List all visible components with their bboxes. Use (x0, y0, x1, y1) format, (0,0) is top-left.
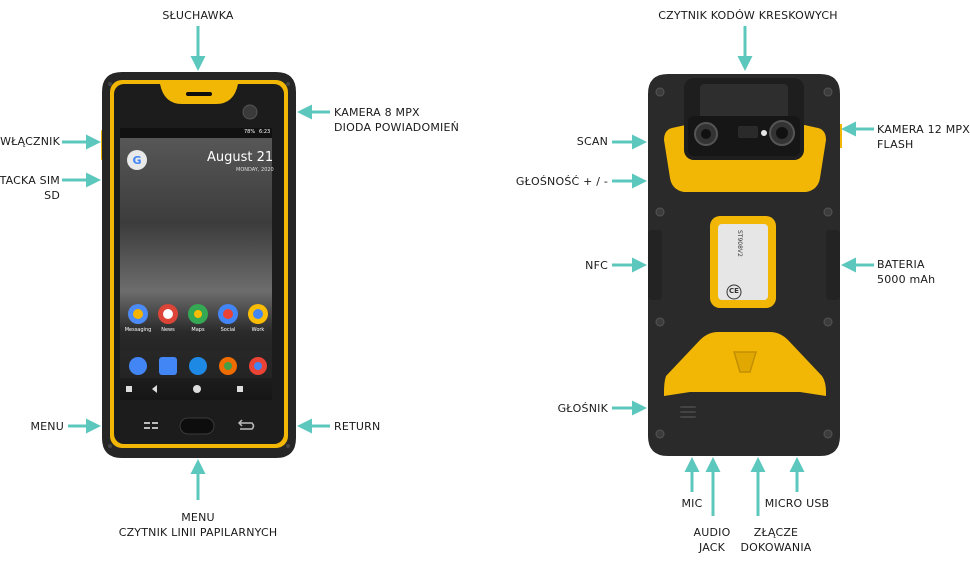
app-row (128, 304, 268, 324)
label-docking: DOKOWANIA (740, 541, 812, 554)
label-notification-led: DIODA POWIADOMIEŃ (334, 121, 460, 134)
label-volume: GŁOŚNOŚĆ + / - (515, 175, 608, 188)
speaker-grille (680, 406, 696, 418)
app-label: Messaging (124, 327, 152, 333)
arrows-front (62, 26, 330, 500)
label-battery-capacity: 5000 mAh (877, 273, 936, 286)
label-scan: SCAN (576, 135, 608, 148)
label-micro-usb: MICRO USB (764, 497, 830, 510)
earpiece-grille (186, 92, 212, 96)
label-front-camera: KAMERA 8 MPX (334, 106, 420, 119)
label-mic: MIC (681, 497, 703, 510)
fingerprint-button (179, 417, 215, 435)
label-sticker (718, 224, 768, 300)
label-battery: BATERIA (877, 258, 925, 271)
label-audio: AUDIO (693, 526, 731, 539)
google-icon (127, 150, 147, 170)
screen-time: 6:23 (259, 129, 271, 135)
label-return: RETURN (334, 420, 381, 433)
label-bottom-menu: MENU (181, 511, 215, 524)
label-jack: JACK (698, 541, 726, 554)
plate-ce: CE (729, 287, 739, 295)
label-speaker: GŁOŚNIK (557, 402, 608, 415)
label-sim-tray: TACKA SIM (0, 174, 60, 187)
label-sd: SD (44, 189, 60, 202)
label-nfc: NFC (585, 259, 608, 272)
screen-date: August 21 (207, 150, 274, 165)
screen-day: MONDAY, 2020 (236, 167, 274, 173)
front-phone: G (101, 72, 296, 458)
flash-icon (761, 130, 767, 136)
app-label: Work (251, 327, 265, 333)
plate-model: ST908V2 (736, 230, 743, 257)
label-dock: ZŁĄCZE (753, 526, 799, 539)
label-earpiece: SŁUCHAWKA (162, 9, 234, 22)
label-menu: MENU (30, 420, 64, 433)
back-phone (648, 74, 842, 456)
screen-battery: 78% (244, 129, 256, 135)
app-label: News (161, 327, 175, 333)
logo-mark-icon (732, 351, 758, 373)
arrows-back (612, 26, 874, 516)
label-rear-camera: KAMERA 12 MPX (877, 123, 970, 136)
label-flash: FLASH (877, 138, 914, 151)
svg-text:G: G (132, 154, 141, 167)
label-fingerprint: CZYTNIK LINII PAPILARNYCH (118, 526, 278, 539)
label-barcode: CZYTNIK KODÓW KRESKOWYCH (658, 9, 838, 22)
front-camera-icon (242, 104, 258, 120)
app-label: Maps (191, 327, 205, 333)
label-power: WŁĄCZNIK (0, 135, 60, 148)
app-label: Social (220, 327, 236, 333)
